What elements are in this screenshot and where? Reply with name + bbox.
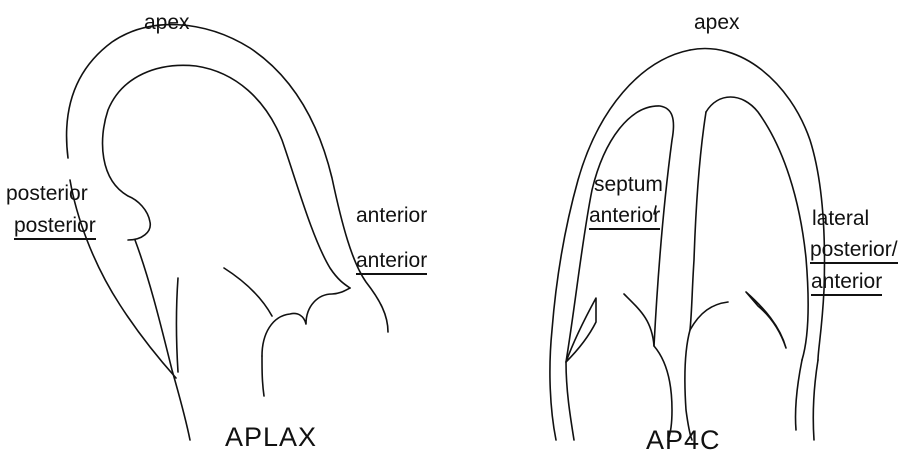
aplax-anterior-label: anterior — [356, 205, 427, 226]
aplax-anterior-underlined-label: anterior — [356, 250, 427, 271]
ap4c-lateral-label: lateral — [812, 208, 869, 229]
ap4c-left-base — [566, 362, 574, 440]
aplax-posterior-underlined-label: posterior — [14, 215, 96, 236]
ap4c-lateral-anterior-label: anterior — [811, 271, 882, 292]
ap4c-right-leaflet — [746, 292, 786, 348]
ap4c-lateral-posterior-label: posterior/ — [810, 239, 898, 260]
aplax-aortic-valve — [262, 288, 350, 356]
ap4c-title: AP4C — [646, 427, 721, 454]
ap4c-septum-label: septum — [594, 174, 663, 195]
aplax-outflow-wall — [224, 268, 272, 316]
ap4c-right-cavity — [706, 97, 808, 360]
aplax-posterior-label: posterior — [6, 183, 88, 204]
aplax-apex-label: apex — [144, 12, 190, 33]
ap4c-septum-right — [690, 112, 706, 330]
aplax-posterior-wall-lower — [135, 240, 190, 440]
aplax-posterior-wall-outer — [70, 180, 176, 378]
aplax-outer-wall — [67, 25, 388, 332]
ap4c-septum-anterior-label: anterior — [589, 205, 660, 226]
ap4c-drawing — [550, 49, 825, 440]
ap4c-apex-label: apex — [694, 12, 740, 33]
ap4c-septal-base — [624, 294, 728, 440]
ap4c-lateral-base — [795, 360, 818, 440]
aplax-mitral-leaflet — [177, 278, 179, 372]
ap4c-outer-wall-right — [690, 49, 824, 360]
aplax-title: APLAX — [225, 424, 317, 451]
aplax-aortic-wall-left — [262, 356, 264, 396]
aplax-drawing — [67, 25, 388, 440]
